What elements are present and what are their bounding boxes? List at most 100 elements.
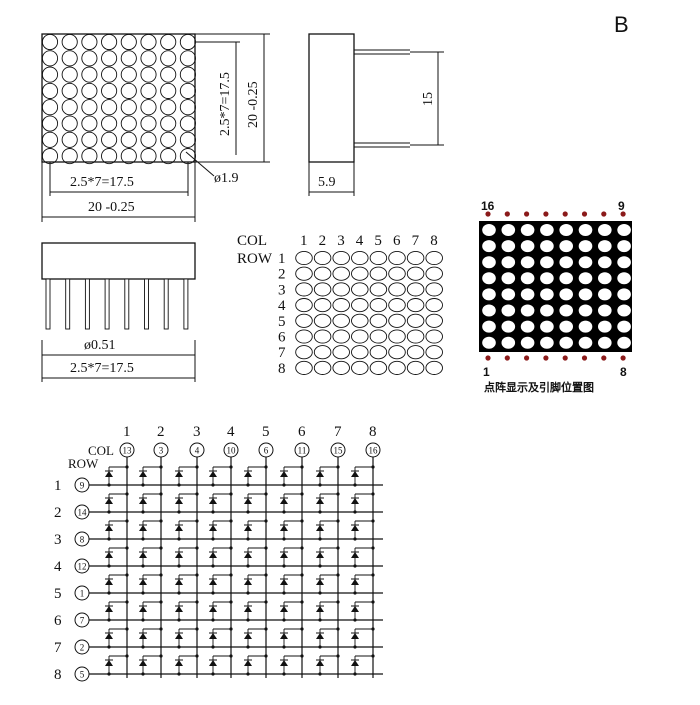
front-view-dot [160,148,177,165]
matrix-dot [388,282,406,297]
schematic-junction [282,672,286,676]
led-dot [501,256,516,269]
bottom-view: ø0.51 2.5*7=17.5 [41,242,196,382]
front-dim-dot-leader [185,151,215,177]
matrix-dot [425,266,443,281]
schematic-row-pin: 14 [78,508,88,518]
schematic-junction [125,519,129,523]
schematic-junction [107,483,111,487]
led-dot [578,304,593,317]
schematic-diode [351,552,359,558]
schematic-diode [280,633,288,639]
schematic-junction [300,627,304,631]
schematic-diode [316,606,324,612]
schematic-junction [229,654,233,658]
matrix-dot [351,360,369,375]
bottom-dim-pin-pitch: 2.5*7=17.5 [70,361,134,376]
matrix-dot [406,345,425,360]
schematic-diode [105,606,113,612]
schematic-junction [371,465,375,469]
schematic-junction [211,591,215,595]
led-dot [520,256,535,269]
schematic-junction [264,546,268,550]
schematic-junction [177,591,181,595]
schematic-diode [209,579,217,585]
led-dot [598,336,612,349]
schematic-diode [244,525,252,531]
matrix-dot [332,329,350,344]
matrix-row-number: 3 [278,282,286,298]
schematic-junction [282,564,286,568]
schematic-diode [280,606,288,612]
matrix-dot [313,266,332,281]
schematic-row-number: 6 [54,613,62,629]
front-view-dot [120,33,137,51]
schematic-junction [159,627,163,631]
matrix-dot [295,298,313,313]
front-view-dot [101,33,118,51]
led-dot [501,304,516,317]
front-view-dot [41,66,59,83]
matrix-dot [369,345,388,360]
schematic-junction [141,672,145,676]
schematic-junction [371,573,375,577]
matrix-dot [332,298,350,313]
led-dot [520,288,535,301]
led-dot [578,240,593,253]
schematic-row-pin: 8 [80,535,85,545]
front-view-dot [61,115,78,132]
matrix-dot [313,282,332,297]
matrix-dot [332,313,350,328]
front-view-dot [81,115,98,132]
schematic-junction [141,618,145,622]
matrix-dot [295,266,313,281]
schematic-junction [318,672,322,676]
schematic-col-pin: 16 [369,446,379,456]
front-view-dot [101,50,118,67]
schematic-junction [300,465,304,469]
schematic-diode [209,498,217,504]
schematic-junction [125,654,129,658]
schematic-junction [177,483,181,487]
schematic-row-number: 7 [54,640,62,656]
matrix-dot [351,345,369,360]
matrix-dot [332,360,350,375]
matrix-dot [313,298,332,313]
matrix-dot [332,250,350,266]
schematic-diode [351,471,359,477]
schematic-diode [175,633,183,639]
schematic-col-pin: 4 [195,446,200,456]
schematic-junction [282,510,286,514]
bottom-view-pin [45,278,51,330]
front-view-dot [120,148,137,165]
led-dot [559,304,573,317]
matrix-row-number: 2 [278,267,286,283]
schematic-junction [371,600,375,604]
led-dot [578,288,593,301]
schematic-col-number: 3 [193,424,201,440]
schematic-diode [351,660,359,666]
led-dot [559,272,573,285]
pin-dot-bottom [562,355,568,361]
schematic-junction [300,573,304,577]
matrix-col-number: 7 [412,233,420,249]
pin-dot-top [601,211,607,217]
bottom-view-pin [104,278,110,330]
matrix-dot [313,329,332,344]
bottom-view-pin [65,278,71,330]
schematic-junction [336,492,340,496]
schematic-col-pin: 10 [227,446,237,456]
matrix-dot [369,298,388,313]
schematic-junction [318,483,322,487]
schematic-col-pin: 6 [264,446,269,456]
matrix-dot [313,313,332,328]
schematic-junction [107,510,111,514]
front-view-dot [120,131,137,148]
matrix-dot [425,345,443,360]
matrix-dot [351,250,369,266]
schematic-junction [229,627,233,631]
front-view-dot [140,82,157,99]
schematic-junction [141,510,145,514]
schematic-junction [300,492,304,496]
